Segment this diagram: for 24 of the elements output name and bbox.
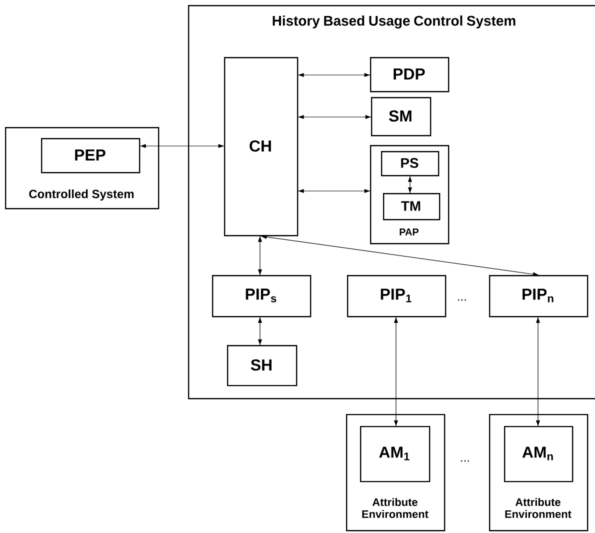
arrow [258, 236, 262, 276]
process-box: PDP [370, 57, 450, 92]
process-box: CH [224, 57, 298, 236]
arrow [258, 316, 262, 346]
process-box: AM$_{1}$ [360, 426, 430, 482]
arrow [298, 72, 370, 78]
arrow [298, 114, 372, 120]
process-box: AM$_{n}$ [504, 426, 574, 482]
process-box: PEP [41, 138, 140, 174]
process-box: PIP$_{n}$ [489, 275, 588, 318]
arrow [298, 188, 370, 194]
ellipsis: ... [458, 299, 466, 301]
process-box: SM [371, 97, 432, 136]
arrow [260, 234, 539, 276]
process-box: PS [381, 151, 440, 176]
process-box: TM [383, 193, 440, 220]
process-box: PIP$_{s}$ [212, 275, 312, 318]
process-box: SH [227, 345, 298, 386]
arrow [394, 316, 398, 426]
arrow [536, 316, 540, 426]
ellipsis: ... [461, 460, 469, 462]
arrow [140, 144, 224, 148]
arrow [408, 176, 412, 194]
process-box: PIP$_{1}$ [347, 275, 446, 318]
